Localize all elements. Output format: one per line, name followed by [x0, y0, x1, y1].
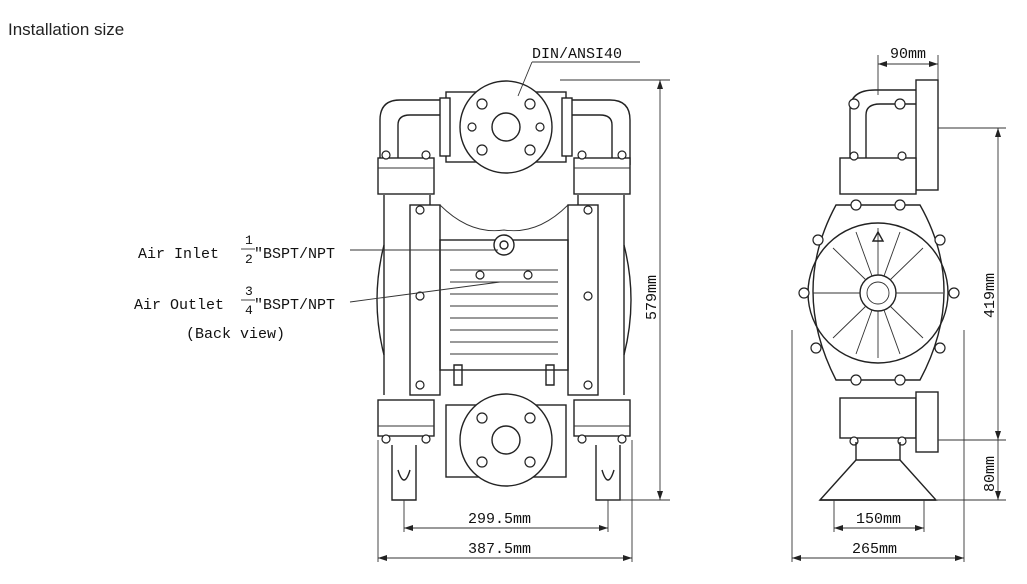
bottom-flange: [459, 393, 553, 487]
side-height-dim: 419mm: [982, 273, 999, 318]
flange-offset-dim: 90mm: [890, 46, 926, 63]
page-title: Installation size: [8, 20, 125, 39]
overall-width-dim: 387.5mm: [468, 541, 531, 558]
air-inlet-frac-num: 1: [245, 233, 253, 248]
back-view-label: (Back view): [186, 326, 285, 343]
air-outlet-label: Air Outlet: [134, 297, 224, 314]
flange-label: DIN/ANSI40: [532, 46, 622, 63]
air-outlet-frac-den: 4: [245, 303, 253, 318]
base-height-dim: 80mm: [982, 456, 999, 492]
inner-width-dim: 299.5mm: [468, 511, 531, 528]
air-inlet-frac-den: 2: [245, 252, 253, 267]
side-view: [791, 55, 1006, 562]
overall-height-dim: 579mm: [644, 275, 661, 320]
front-view: [349, 61, 670, 562]
side-width-dim: 265mm: [852, 541, 897, 558]
base-inner-dim: 150mm: [856, 511, 901, 528]
air-inlet-thread: "BSPT/NPT: [254, 246, 335, 263]
air-outlet-thread: "BSPT/NPT: [254, 297, 335, 314]
air-outlet-frac-num: 3: [245, 284, 253, 299]
air-inlet-label: Air Inlet: [138, 246, 219, 263]
